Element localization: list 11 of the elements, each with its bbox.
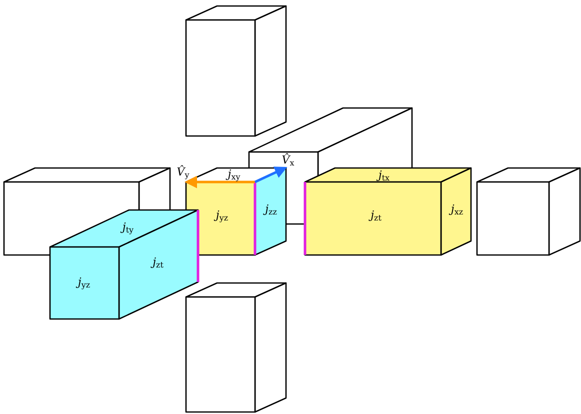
math-label: j$_{xy}$: [228, 168, 240, 182]
math-label: j$_{yz}$: [216, 210, 228, 222]
math-label: j$_{zt}$: [152, 256, 164, 270]
math-label: j$_{zt}$: [370, 210, 382, 222]
math-label: j$_{xz}$: [450, 204, 464, 216]
math-label: j$_{yz}$: [78, 276, 90, 290]
math-label: j$_{ty}$: [122, 222, 134, 234]
math-label: j$_{zz}$: [265, 204, 277, 216]
math-label: j$_{tx}$: [378, 170, 390, 182]
math-label: V̂$_{y}$: [176, 166, 190, 180]
math-label: V̂$_{x}$: [282, 154, 294, 168]
